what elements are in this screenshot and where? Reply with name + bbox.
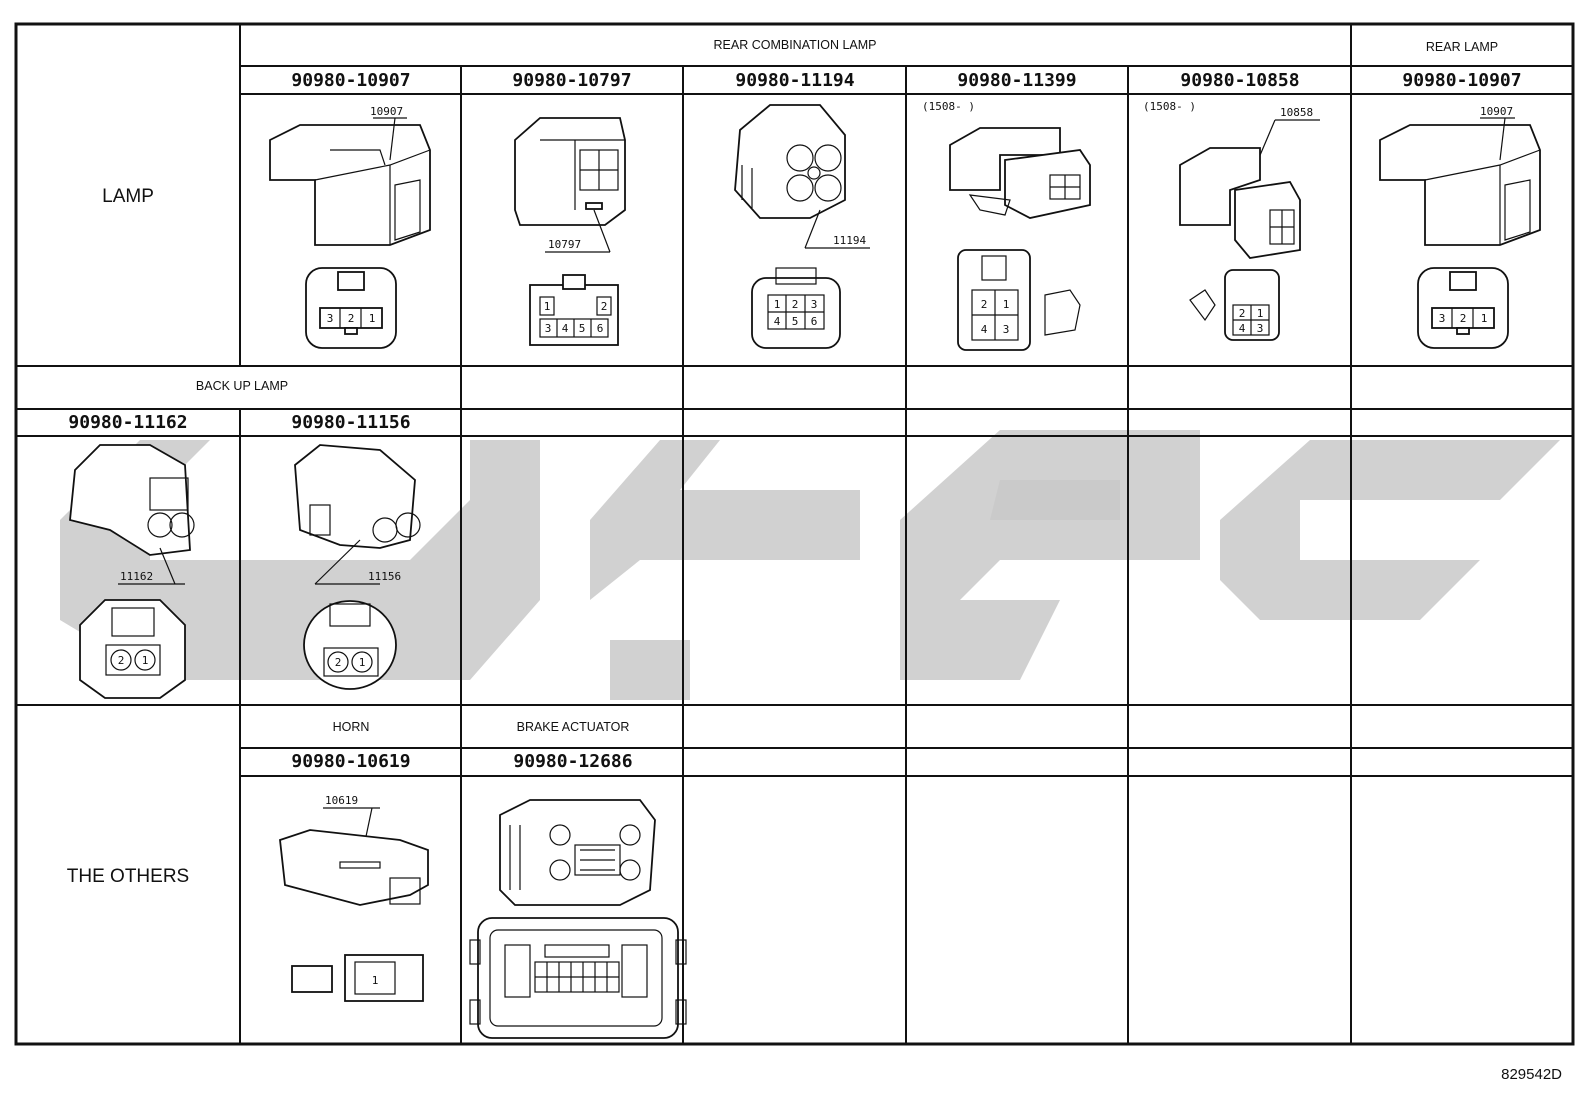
pin-label: 1	[359, 656, 366, 669]
connector-tag: 10907	[370, 105, 403, 118]
pin-label: 2	[348, 312, 355, 325]
connector-drawing-11162: 11162 2 1	[69, 444, 195, 699]
part-number: 90980-11194	[735, 70, 854, 91]
connector-drawing-10907-rear: 10907 3 2 1	[1379, 105, 1541, 349]
grid-lines	[16, 24, 1573, 1044]
connector-drawing-11399: (1508- ) 2 1 4 3	[922, 100, 1091, 351]
part-number: 90980-11156	[291, 412, 410, 433]
part-number: 90980-11399	[957, 70, 1076, 91]
connector-tag: 11162	[120, 570, 153, 583]
connector-drawing-11156: 11156 2 1	[294, 444, 421, 690]
row-label-back-up-lamp: BACK UP LAMP	[196, 379, 288, 393]
pin-label: 3	[811, 298, 818, 311]
connector-tag: 10907	[1480, 105, 1513, 118]
part-number: 90980-10619	[291, 751, 410, 772]
part-number: 90980-10858	[1180, 70, 1299, 91]
header-brake-actuator: BRAKE ACTUATOR	[517, 720, 630, 734]
pin-label: 3	[1003, 323, 1010, 336]
pin-label: 2	[1460, 312, 1467, 325]
pin-label: 1	[774, 298, 781, 311]
part-number: 90980-10797	[512, 70, 631, 91]
part-number: 90980-10907	[1402, 70, 1521, 91]
connector-drawing-10797: 10797 1 2 3 4 5 6	[514, 117, 626, 346]
pin-label: 4	[981, 323, 988, 336]
watermark-logo	[60, 430, 1560, 700]
row-label-lamp: LAMP	[102, 186, 154, 207]
header-rear-combination-lamp: REAR COMBINATION LAMP	[714, 38, 877, 52]
pin-label: 3	[1439, 312, 1446, 325]
pin-label: 6	[597, 322, 604, 335]
pin-label: 2	[601, 300, 608, 313]
connector-tag-secondary: 10858	[1280, 106, 1313, 119]
table-border	[14, 22, 1575, 1046]
pin-label: 5	[792, 315, 799, 328]
pin-label: 4	[1239, 322, 1246, 335]
connector-tag: 11156	[368, 570, 401, 583]
connector-tag: 10797	[548, 238, 581, 251]
pin-label: 3	[327, 312, 334, 325]
connector-drawing-10858: (1508- ) 10858 2 1 4 3	[1143, 100, 1320, 341]
connector-drawing-11194: 11194 1 2 3 4 5 6	[734, 104, 870, 349]
pin-label: 2	[792, 298, 799, 311]
pin-label: 4	[562, 322, 569, 335]
pin-label: 2	[335, 656, 342, 669]
pin-label: 1	[1481, 312, 1488, 325]
figure-code: 829542D	[1501, 1066, 1562, 1083]
pin-label: 1	[142, 654, 149, 667]
pin-label: 1	[544, 300, 551, 313]
pin-label: 3	[545, 322, 552, 335]
connector-drawing-10619: 10619 1	[279, 794, 429, 1002]
pin-label: 2	[118, 654, 125, 667]
connector-tag: (1508- )	[922, 100, 975, 113]
part-number: 90980-11162	[68, 412, 187, 433]
row-label-the-others: THE OTHERS	[67, 866, 189, 887]
connector-drawing-12686	[469, 799, 687, 1039]
pin-label: 1	[369, 312, 376, 325]
pin-label: 5	[579, 322, 586, 335]
connector-tag: (1508- )	[1143, 100, 1196, 113]
pin-label: 2	[981, 298, 988, 311]
part-number: 90980-10907	[291, 70, 410, 91]
connector-tag: 10619	[325, 794, 358, 807]
header-rear-lamp: REAR LAMP	[1426, 40, 1498, 54]
pin-label: 2	[1239, 307, 1246, 320]
pin-label: 1	[372, 974, 379, 987]
pin-label: 1	[1003, 298, 1010, 311]
pin-label: 1	[1257, 307, 1264, 320]
pin-label: 4	[774, 315, 781, 328]
header-horn: HORN	[333, 720, 370, 734]
pin-label: 3	[1257, 322, 1264, 335]
connector-drawing-10907: 10907 3 2 1	[269, 105, 431, 349]
connector-tag: 11194	[833, 234, 866, 247]
part-number: 90980-12686	[513, 751, 632, 772]
pin-label: 6	[811, 315, 818, 328]
